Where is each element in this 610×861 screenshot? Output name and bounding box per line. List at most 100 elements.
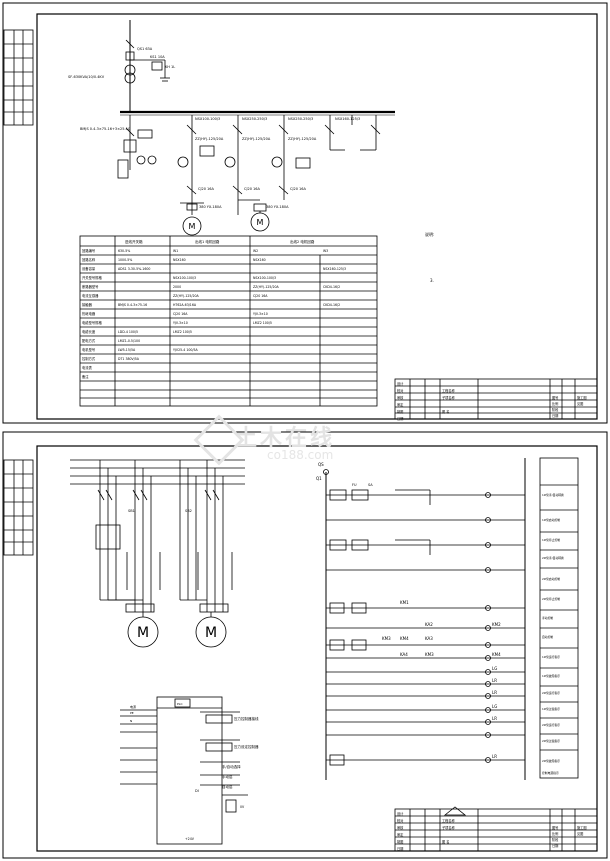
description-cell: 1#泵启动控制 [542,518,560,522]
table-cell: ADS1 3-30-5%-1600 [118,267,150,271]
panel-output-label: 自动启 [222,784,233,789]
source-label: KH 1L [165,65,175,69]
titleblock-label: 阶段 [552,407,559,412]
description-cell: 控制电源指示 [542,771,559,775]
titleblock-label: 图 名 [442,409,449,414]
table-header: 出线2 电机回路 [290,239,315,244]
titleblock-label: 比例 [552,401,558,406]
titleblock-label: 设计 [397,811,404,816]
indicator-label: LR [492,716,497,721]
branch-label: NSX250-250/3 [242,117,267,121]
table-row-label: 配电方式 [82,338,96,343]
transformer-label: SF-630KVA/10/0.4KV [68,75,105,79]
table-cell: DT1 380V/5A [118,357,140,361]
description-cell: 自动控制 [542,635,553,639]
description-cell: 1#泵故障指示 [542,674,560,678]
table-cell: HT62A-63/16A [173,303,197,307]
titleblock-label: 子项名称 [442,395,456,400]
relay-label: KA2 [425,622,433,627]
table-cell: LW5-15/5A [118,348,136,352]
table-cell: CKD4-16/2 [323,303,340,307]
table-cell: LDD-4 100/5 [118,330,138,334]
indicator-label: LR [492,754,497,759]
description-cell: 2#泵启动控制 [542,577,560,581]
table-row-label: 备注 [82,374,89,379]
table-cell: CJ20 16A [173,312,188,316]
panel-text: PE [130,711,134,715]
description-cell: 2#泵过载指示 [542,739,560,743]
table-row-label: 电流互感器 [82,293,99,298]
titleblock-label: 比例 [552,831,558,836]
table-cell: BMJS 0.4-3×75-16 [118,303,147,307]
panel-text: 电源 [130,704,136,709]
table-row-label: 接触器 [82,302,93,307]
table-cell: NSX100-100/3 [173,276,196,280]
titleblock-label: 审定 [397,402,404,407]
table-header: 出线1 电机回路 [195,239,220,244]
branch-label: NSX250-250/3 [288,117,313,121]
contactor-label: CJ20 16A [198,187,214,191]
table-row-label: 电缆型号规格 [82,320,102,325]
table-cell: LMZ2 100/5 [173,330,192,334]
panel-text: +24V [185,837,195,841]
table-cell: NSX100-100/3 [253,276,276,280]
table-row-label: 电流表 [82,365,93,370]
panel-output-label: 压力控制器接线 [234,716,259,721]
titleblock-label: 日期 [552,413,558,418]
titleblock-label: 日期 [397,846,403,851]
panel-output-label: 压力设定控制器 [234,744,259,749]
description-cell: 2#泵停止控制 [542,597,560,601]
source-label: KS1 10A [150,55,165,59]
titleblock-label: 校对 [397,388,404,393]
table-cell: CJ20 16A [253,294,268,298]
panel-label: FU [352,483,357,487]
sheet-2 [2,431,608,859]
description-cell: 1#泵运行指示 [542,655,560,659]
table-row-label: 回路编号 [82,248,96,253]
relay-label: KM2 [492,622,501,627]
relay-label: KM1 [400,600,409,605]
panel-label: SB2 [185,509,192,513]
table-cell: YJV25-4 100/5A [173,348,199,352]
relay-label: KM3 [382,636,391,641]
relay-label: KA4 [400,652,408,657]
panel-text: N [130,719,132,723]
panel-label: BMJS 0.4-3×75-16+3×25-10 [80,127,130,131]
source-label: QS1 63A [137,47,153,51]
table-cell: 630-5% [118,249,130,253]
titleblock-label: 制图 [397,839,403,844]
table-cell: 1000-5% [118,258,132,262]
description-cell: 手动控制 [542,616,553,620]
panel-label: SA [368,483,373,487]
table-cell: YJV-3×10 [173,321,188,325]
table-row-label: 断路器型号 [82,284,99,289]
titleblock-label: 日期 [397,416,403,421]
table-cell: W1 [173,249,178,253]
table-cell: W3 [323,249,328,253]
table-row-label: 电机型号 [82,347,96,352]
titleblock-label: 图 名 [442,839,449,844]
contactor-label: CJ20 16A [244,187,260,191]
branch-label: NSX160-125/3 [335,117,360,121]
contactor-label: CJ20 16A [290,187,306,191]
table-row-label: 电缆长度 [82,329,96,334]
description-cell: 2#泵运行指示 [542,691,560,695]
titleblock-value: 施工图 [577,825,587,830]
branch-label: NSX100-100/3 [195,117,220,121]
table-row-label: 控制方式 [82,356,96,361]
titleblock-value: 施工图 [577,395,587,400]
titleblock-label: 制图 [397,409,403,414]
switch-label: QS [318,462,324,467]
relay-label: KM3 [425,652,434,657]
indicator-label: LG [492,666,497,671]
description-cell: 2#泵手/自动转换 [542,556,564,560]
table-row-label: 设备容量 [82,266,96,271]
titleblock-label: 日期 [552,843,558,848]
titleblock-label: 图号 [552,825,558,830]
titleblock-label: 审核 [397,395,404,400]
motor-symbol: M [257,218,264,227]
table-row-label: 回路名称 [82,257,96,262]
table-cell: NSX160 [173,258,186,262]
table-cell: LMZ2 100/5 [253,321,272,325]
indicator-label: LG [492,704,497,709]
